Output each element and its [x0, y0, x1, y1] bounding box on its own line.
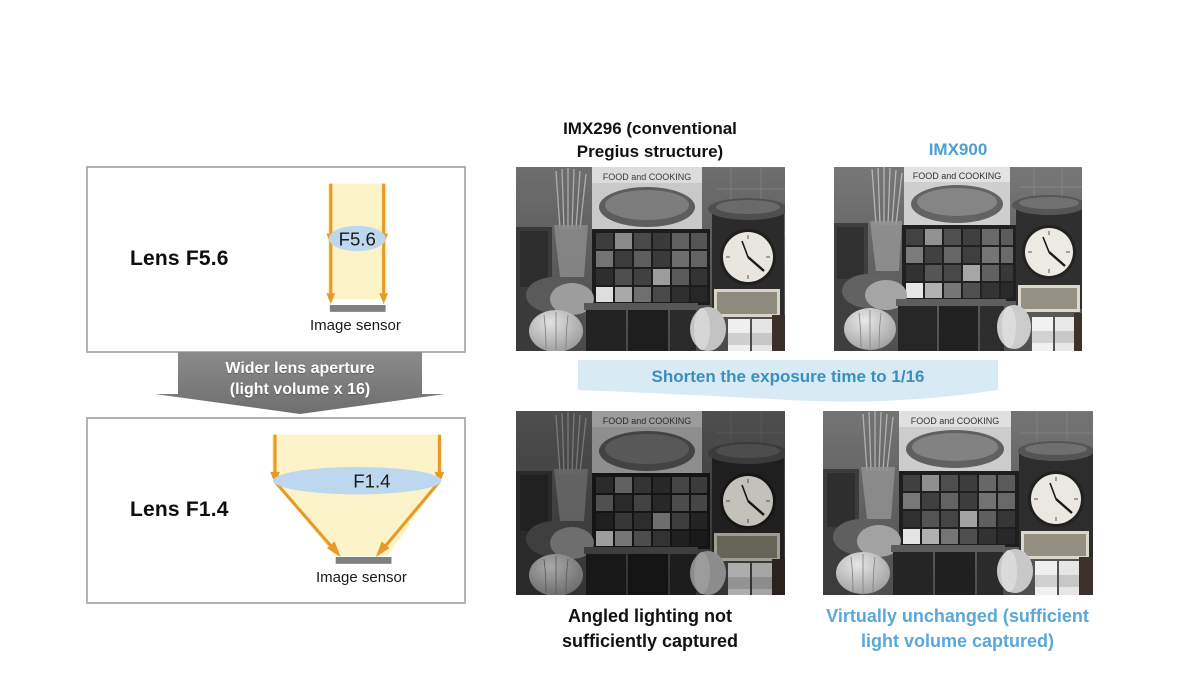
f14-right-converging-ray [382, 480, 441, 550]
f14-left-converging-arrowhead [326, 541, 341, 557]
f14-image-sensor-label: Image sensor [316, 569, 407, 586]
header-imx900: IMX900 [928, 140, 988, 159]
lens-f56-label: Lens F5.6 [130, 247, 229, 270]
photo-imx296-f56: FOOD and COOKING [516, 167, 785, 351]
lens-f14-label: Lens F1.4 [130, 498, 229, 521]
shorten-exposure-banner-shape [578, 360, 998, 402]
f14-aperture-text: F1.4 [353, 471, 390, 492]
photo-imx296-f14-content: FOOD and COOKING [516, 411, 785, 595]
f56-image-sensor-label: Image sensor [310, 317, 401, 334]
shorten-exposure-banner: Shorten the exposure time to 1/16 [578, 360, 998, 404]
lens-diagram-f14: Lens F1.4 F1.4 Image sensor [86, 417, 466, 604]
svg-text:FOOD and COOKING: FOOD and COOKING [913, 171, 1002, 181]
photo-imx900-f56-content: FOOD and COOKING [834, 167, 1082, 351]
f14-aperture-ellipse [273, 466, 442, 495]
photo-imx900-f56: FOOD and COOKING [834, 167, 1082, 351]
photo-imx296-f56-content: FOOD and COOKING [516, 167, 785, 351]
caption-imx296-result: Angled lighting not sufficiently capture… [561, 606, 739, 651]
header-imx296: IMX296 (conventional Pregius structure) [563, 119, 737, 161]
f56-aperture-text: F5.6 [339, 228, 376, 249]
photo-imx900-f14-bright: FOOD and COOKING [823, 411, 1093, 595]
caption-imx900-result: Virtually unchanged (sufficient light vo… [826, 606, 1089, 651]
svg-text:FOOD and COOKING: FOOD and COOKING [603, 172, 692, 182]
f14-sensor-bar [335, 556, 392, 564]
wider-aperture-banner-shape [155, 352, 445, 414]
f14-left-converging-ray [273, 480, 334, 550]
photo-imx900-f14-content: FOOD and COOKING [823, 411, 1093, 595]
svg-text:FOOD and COOKING: FOOD and COOKING [911, 416, 1000, 426]
f56-left-arrowhead [326, 293, 336, 305]
svg-text:FOOD and COOKING: FOOD and COOKING [603, 416, 692, 426]
f14-light-beam [272, 434, 443, 557]
f56-sensor-bar [329, 305, 386, 312]
f14-beam-graphic: F1.4 [270, 434, 445, 564]
f56-beam-graphic: F5.6 [326, 183, 389, 312]
photo-imx296-f14-dark: FOOD and COOKING [516, 411, 785, 595]
f56-right-arrowhead [379, 293, 389, 305]
f14-right-converging-arrowhead [375, 541, 390, 557]
f56-aperture-ellipse [328, 225, 386, 252]
lens-diagram-f56: Lens F5.6 F5.6 Image sensor [86, 166, 466, 353]
wider-aperture-banner: Wider lens aperture(light volume x 16) [155, 352, 445, 414]
